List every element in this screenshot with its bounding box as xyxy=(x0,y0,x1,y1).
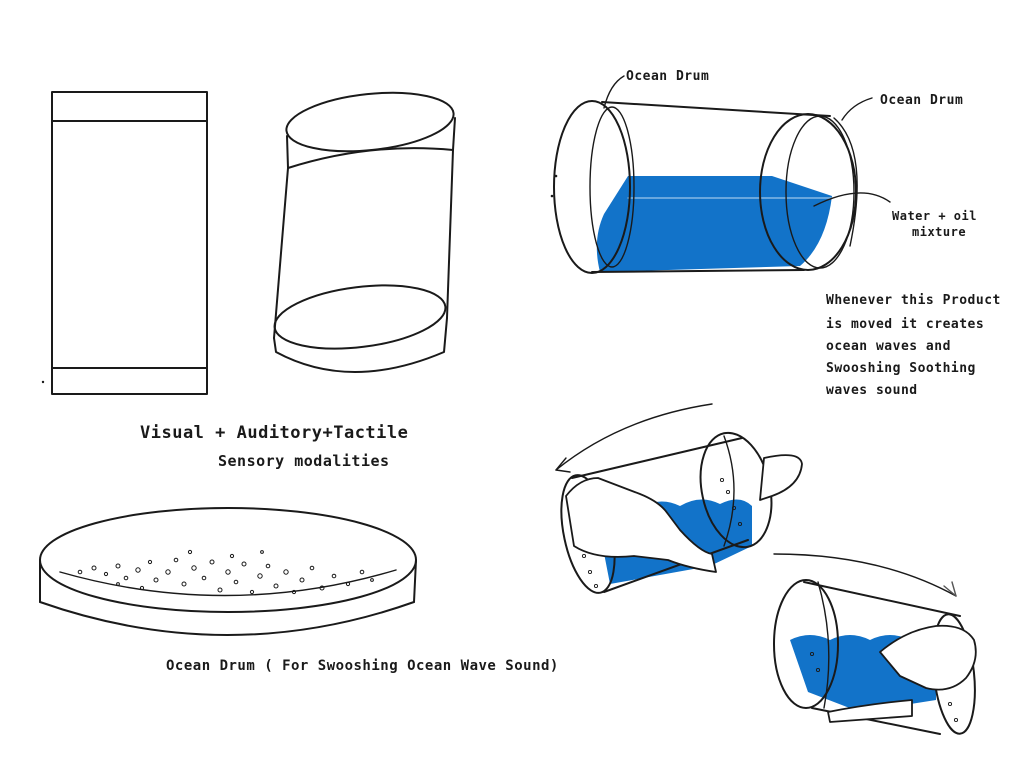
tray-caption: Ocean Drum ( For Swooshing Ocean Wave So… xyxy=(166,658,559,674)
description-line-1: Whenever this Product xyxy=(826,293,1001,308)
description-line-2: is moved it creates xyxy=(826,317,984,332)
description-line-4: Swooshing Soothing xyxy=(826,361,976,376)
tray-drum xyxy=(39,507,417,636)
description-line-3: ocean waves and xyxy=(826,339,951,354)
drum-in-hands-upper xyxy=(555,403,803,594)
drum-in-hands-lower xyxy=(773,553,977,735)
drum-side-view xyxy=(550,75,891,274)
modalities-heading-line1: Visual + Auditory+Tactile xyxy=(140,423,408,443)
water-fill xyxy=(596,176,832,272)
ocean-drum-label-left: Ocean Drum xyxy=(626,69,709,84)
water-oil-label-line1: Water + oil xyxy=(892,209,977,223)
drum-perspective-view xyxy=(273,91,456,373)
annotations: Ocean Drum Ocean Drum Water + oil mixtur… xyxy=(140,69,1001,674)
modalities-heading-line2: Sensory modalities xyxy=(218,452,390,470)
water-oil-label-line2: mixture xyxy=(912,225,966,239)
drum-front-view xyxy=(41,91,208,395)
description-line-5: waves sound xyxy=(826,383,918,398)
bead-cluster xyxy=(77,549,374,595)
ocean-drum-label-right: Ocean Drum xyxy=(880,93,963,108)
